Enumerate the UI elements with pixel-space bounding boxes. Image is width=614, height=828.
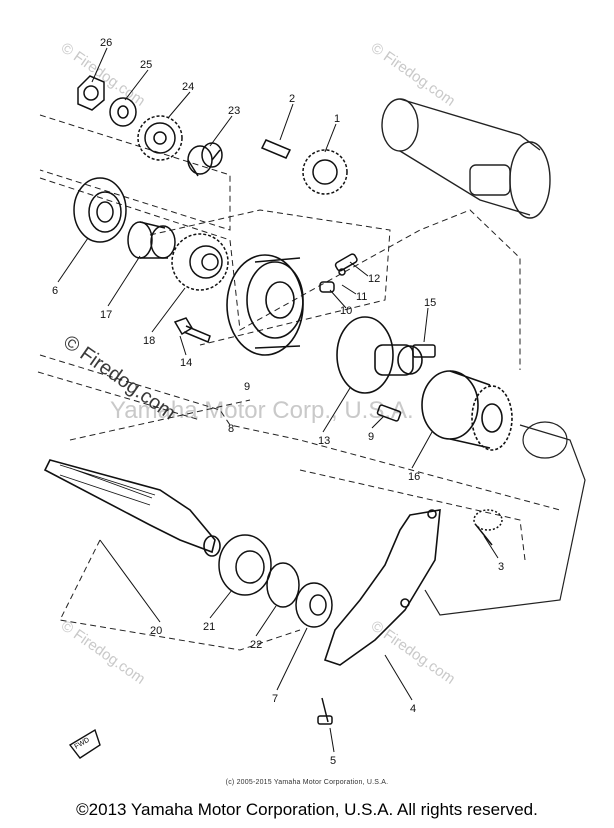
part-13-clutch-hub bbox=[336, 316, 423, 394]
part-16-coupling bbox=[421, 370, 513, 451]
watermark-top-right: © Firedog.com bbox=[368, 39, 459, 109]
callout-23: 23 bbox=[228, 105, 240, 117]
callout-20: 20 bbox=[150, 625, 162, 637]
part-25-washer bbox=[109, 97, 137, 127]
callout-5: 5 bbox=[330, 755, 336, 767]
callouts: 26 25 24 23 2 1 6 17 18 14 12 11 10 15 9… bbox=[52, 37, 504, 767]
callout-13: 13 bbox=[318, 435, 330, 447]
part-1-gear bbox=[302, 149, 348, 195]
callout-6: 6 bbox=[52, 285, 58, 297]
part-7-seal bbox=[295, 582, 333, 628]
part-17-collar bbox=[127, 221, 176, 259]
part-5-screw bbox=[317, 697, 333, 725]
part-26-nut bbox=[77, 75, 105, 111]
callout-2: 2 bbox=[289, 93, 295, 105]
callout-17: 17 bbox=[100, 309, 112, 321]
callout-15: 15 bbox=[424, 297, 436, 309]
part-2-pin bbox=[260, 139, 292, 159]
part-24-gear bbox=[137, 115, 183, 161]
starter-motor-outline bbox=[381, 98, 551, 219]
part-18-gear bbox=[171, 233, 229, 291]
callout-11: 11 bbox=[356, 291, 367, 303]
callout-12: 12 bbox=[368, 273, 380, 285]
callout-14: 14 bbox=[180, 357, 192, 369]
callout-26: 26 bbox=[100, 37, 112, 49]
callout-10: 10 bbox=[340, 305, 352, 317]
part-22-ring bbox=[266, 562, 300, 608]
callout-16: 16 bbox=[408, 471, 420, 483]
callout-9a: 9 bbox=[244, 381, 250, 393]
fwd-label: FWD bbox=[74, 737, 91, 751]
watermark-top-left: © Firedog.com bbox=[58, 39, 149, 109]
part-14-bolt bbox=[173, 317, 211, 344]
part-15-key bbox=[412, 344, 436, 358]
part-4-bracket bbox=[323, 509, 441, 666]
part-9-clutch-housing bbox=[226, 254, 304, 356]
group-outlines bbox=[37, 114, 561, 651]
callout-3: 3 bbox=[498, 561, 504, 573]
callout-1: 1 bbox=[334, 113, 340, 125]
callout-9b: 9 bbox=[368, 431, 374, 443]
part-20-shaft bbox=[43, 459, 221, 557]
callout-25: 25 bbox=[140, 59, 152, 71]
footer-copyright: ©2013 Yamaha Motor Corporation, U.S.A. A… bbox=[76, 800, 538, 819]
part-21-bearing bbox=[218, 534, 272, 596]
callout-22: 22 bbox=[250, 639, 262, 651]
fwd-arrow: FWD bbox=[68, 728, 101, 759]
part-6-bearing bbox=[73, 177, 127, 243]
callout-18: 18 bbox=[143, 335, 155, 347]
watermark-bottom-right: © Firedog.com bbox=[368, 617, 459, 687]
small-copyright: (c) 2005-2015 Yamaha Motor Corporation, … bbox=[225, 779, 389, 786]
callout-4: 4 bbox=[410, 703, 416, 715]
part-9-key bbox=[376, 404, 402, 422]
callout-7: 7 bbox=[272, 693, 278, 705]
watermark-bottom-left: © Firedog.com bbox=[58, 617, 149, 687]
parts-10-11-12 bbox=[319, 253, 358, 293]
starter-lower-outline bbox=[424, 421, 586, 616]
leader-lines bbox=[57, 47, 499, 753]
part-3-pinion bbox=[473, 509, 503, 546]
callout-8: 8 bbox=[228, 423, 234, 435]
callout-24: 24 bbox=[182, 81, 194, 93]
callout-21: 21 bbox=[203, 621, 215, 633]
